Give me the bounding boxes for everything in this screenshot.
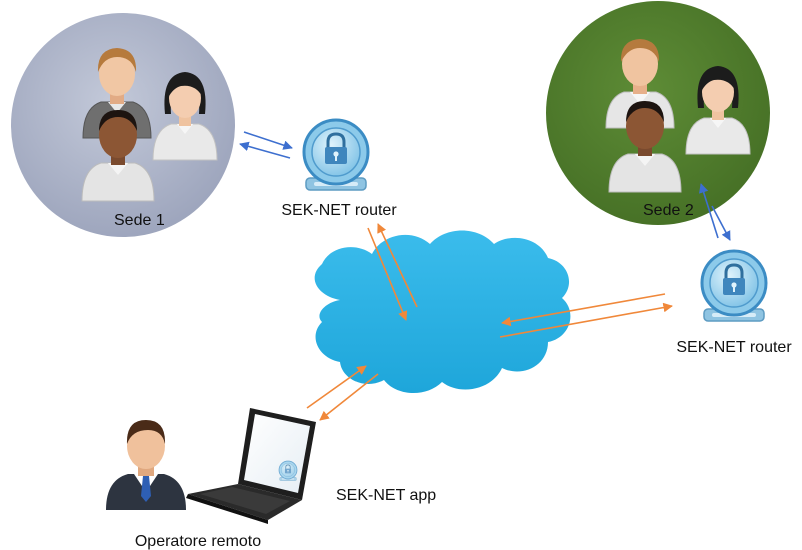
- app-label: SEK-NET app: [336, 487, 436, 504]
- link-site2-router2: [699, 183, 731, 241]
- arrow-site2-to-router2: [711, 205, 731, 241]
- arrow-laptop-to-cloud: [306, 365, 367, 409]
- arrow-router2-to-site2: [699, 183, 719, 239]
- site2-group: Sede 2: [546, 1, 770, 225]
- link-cloud-router2: [499, 293, 673, 338]
- router2: SEK-NET router: [676, 249, 792, 356]
- arrow-cloud-to-laptop: [319, 373, 379, 421]
- operator-label: Operatore remoto: [135, 533, 261, 550]
- router-lock-icon: [302, 118, 370, 192]
- arrow-cloud-to-router2: [499, 302, 673, 338]
- businessman-icon: [106, 420, 186, 510]
- arrow-router1-to-cloud: [367, 227, 408, 321]
- site1-label: Sede 1: [114, 212, 165, 229]
- link-site1-router1: [239, 131, 293, 159]
- link-router1-cloud: [367, 223, 418, 321]
- cloud-icon: [314, 230, 571, 394]
- router1: SEK-NET router: [281, 118, 397, 219]
- laptop-icon: [186, 408, 316, 524]
- router2-label: SEK-NET router: [676, 339, 792, 356]
- arrow-router1-to-site1: [239, 141, 291, 159]
- arrow-router2-to-cloud: [501, 293, 666, 327]
- router1-label: SEK-NET router: [281, 202, 397, 219]
- site2-label: Sede 2: [643, 202, 694, 219]
- link-laptop-cloud: [306, 365, 379, 421]
- arrow-site1-to-router1: [243, 131, 293, 150]
- operator: Operatore remoto: [106, 420, 261, 550]
- arrow-cloud-to-router1: [377, 223, 418, 308]
- router-lock-icon: [700, 249, 768, 323]
- site1-group: Sede 1: [11, 13, 235, 237]
